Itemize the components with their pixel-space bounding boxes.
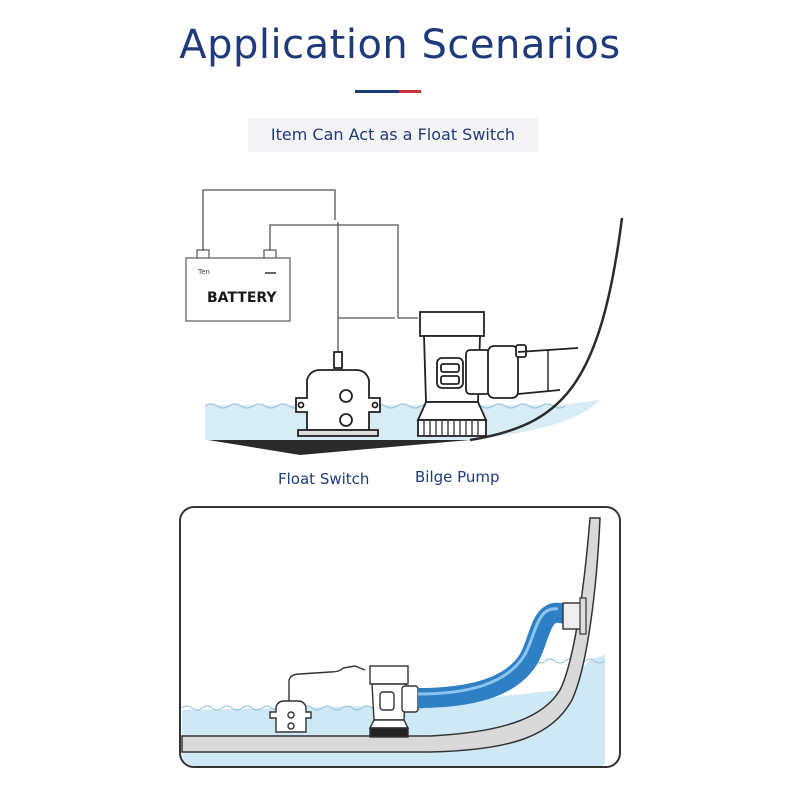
wires xyxy=(202,189,418,365)
hull-side xyxy=(469,217,624,442)
water-surface-wave xyxy=(204,403,566,409)
hose-highlight xyxy=(417,607,559,696)
float-switch-label: Float Switch xyxy=(278,470,370,488)
battery-terminal-text: Ten xyxy=(198,268,210,276)
installation-scene xyxy=(181,517,606,766)
discharge-hose xyxy=(417,602,572,708)
panel-float-switch xyxy=(269,665,366,733)
underline-blue-segment xyxy=(355,90,399,93)
panel-hull xyxy=(181,517,601,753)
battery xyxy=(185,249,291,322)
page-title: Application Scenarios xyxy=(179,22,621,68)
panel-bilge-pump xyxy=(368,665,419,738)
subtitle: Item Can Act as a Float Switch xyxy=(248,118,538,152)
hull-bottom xyxy=(208,440,470,455)
battery-label: BATTERY xyxy=(207,290,277,306)
bilge-pump xyxy=(416,311,579,437)
underline-red-segment xyxy=(399,90,421,93)
thru-hull-flange xyxy=(579,597,587,635)
bilge-pump-label: Bilge Pump xyxy=(415,468,500,486)
float-switch xyxy=(295,351,381,437)
